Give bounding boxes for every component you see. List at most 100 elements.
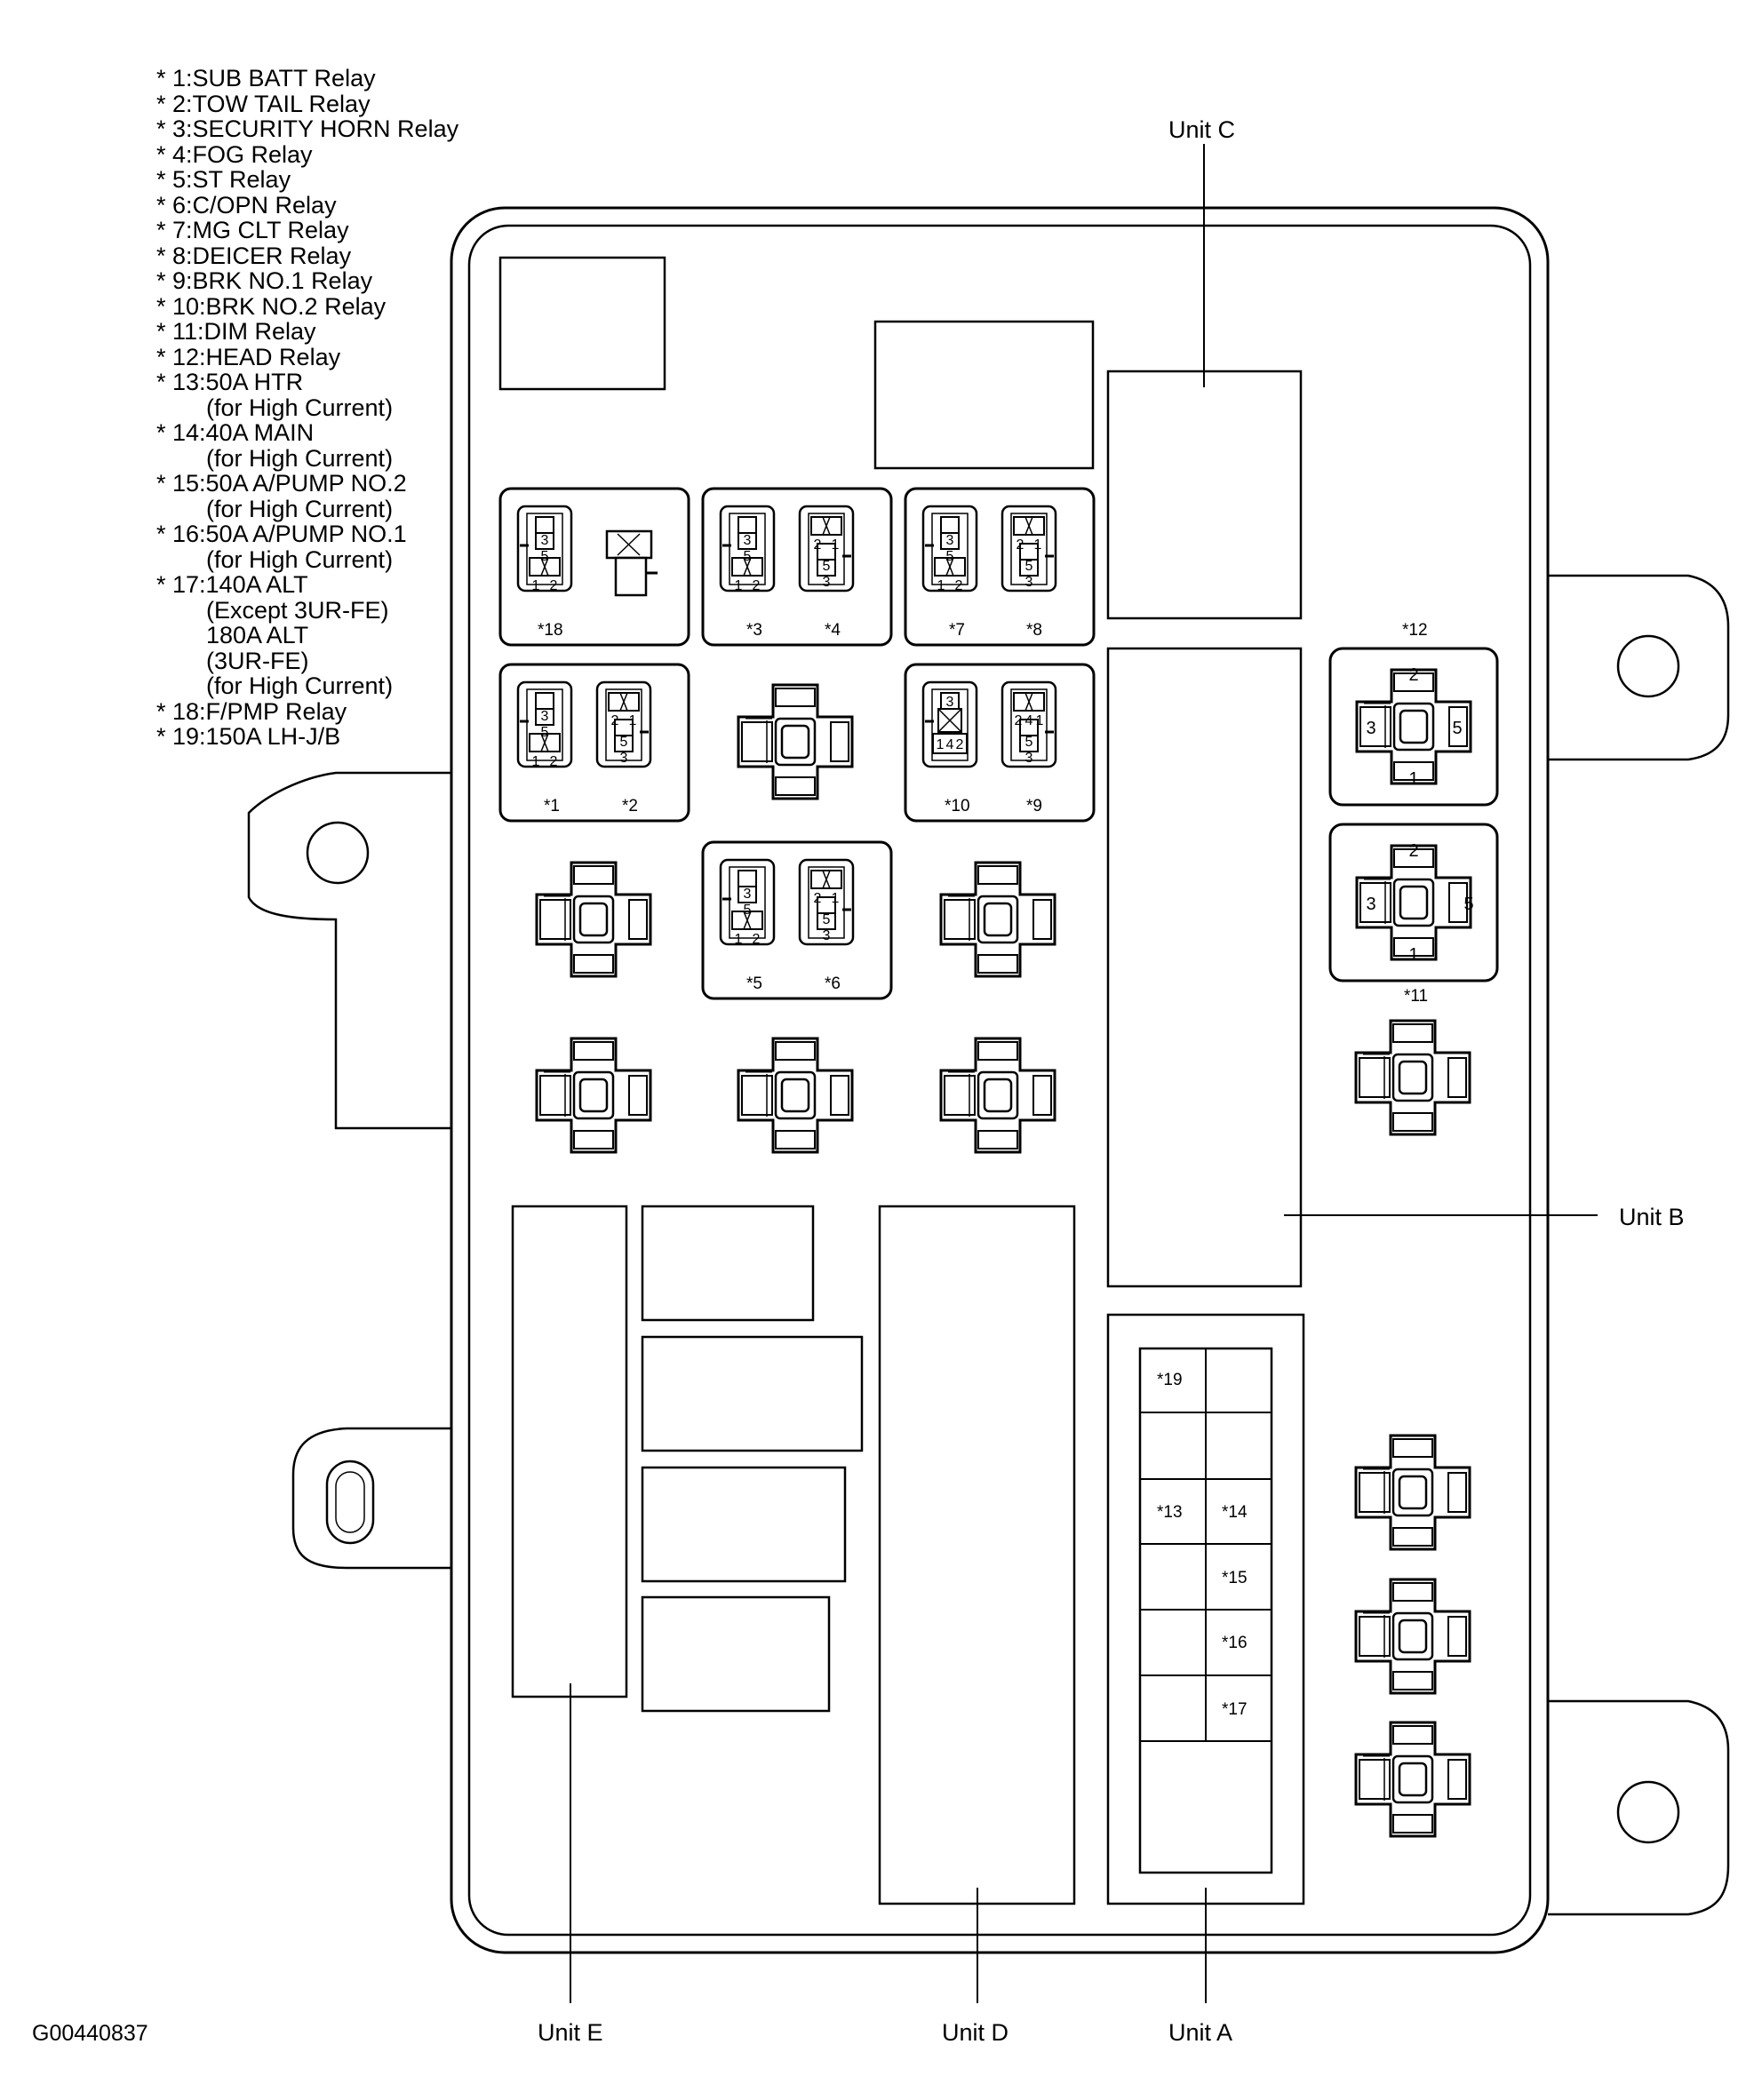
- pin-label: 3: [620, 751, 628, 766]
- relay-tag: *11: [1404, 987, 1428, 1006]
- relay-tag: *18: [538, 621, 563, 640]
- legend-line: * 14:40A MAIN: [156, 419, 314, 446]
- pin-label: 5: [541, 725, 549, 740]
- relay-tag: *8: [1026, 621, 1042, 640]
- mounting-hole: [1616, 1780, 1680, 1844]
- pin-label: 2: [550, 754, 558, 769]
- legend-line: * 3:SECURITY HORN Relay: [156, 115, 459, 142]
- pin-label: 5: [1025, 559, 1033, 574]
- pin-label: 3: [1025, 575, 1033, 590]
- pin-label: 2: [753, 932, 761, 947]
- relay-tag: *5: [746, 974, 762, 993]
- pin-label: 1: [937, 737, 945, 752]
- pin-label: 3: [823, 575, 831, 590]
- pin-label: 5: [823, 559, 831, 574]
- pin-label: 5: [1452, 719, 1462, 738]
- legend-line: * 5:ST Relay: [156, 166, 291, 193]
- pin-label: 2: [1017, 537, 1024, 553]
- pin-label: 1: [832, 537, 840, 553]
- legend-line: * 15:50A A/PUMP NO.2: [156, 470, 407, 497]
- pin-label: 2: [955, 578, 963, 593]
- legend-line: * 16:50A A/PUMP NO.1: [156, 521, 407, 547]
- pin-label: 5: [946, 549, 954, 564]
- unit-d-label: Unit D: [942, 2019, 1009, 2046]
- block-lower-2: [641, 1335, 864, 1452]
- pin-label: 3: [744, 533, 752, 548]
- pin-label: 2: [1015, 713, 1023, 728]
- legend-line: * 7:MG CLT Relay: [156, 217, 349, 243]
- pin-label: 4: [946, 737, 954, 752]
- pin-label: 2: [550, 578, 558, 593]
- legend-line: * 18:F/PMP Relay: [156, 698, 347, 725]
- relay-tag: *2: [622, 797, 638, 815]
- pin-label: 1: [937, 578, 945, 593]
- left-bracket-lower: [291, 1427, 451, 1570]
- relay-tag: *9: [1026, 797, 1042, 815]
- block-top-middle: [873, 320, 1095, 470]
- block-top-left: [498, 256, 666, 391]
- pin-label: 2: [753, 578, 761, 593]
- relay-group-18: 3 5 1 2 *18: [498, 487, 690, 647]
- pin-label: 3: [823, 928, 831, 943]
- pin-label: 5: [823, 912, 831, 927]
- relay-tag: *4: [825, 621, 841, 640]
- unit-a-label: Unit A: [1168, 2019, 1232, 2046]
- unit-b-label: Unit B: [1619, 1204, 1685, 1230]
- relay-group-5-6: 3 5 1 2 2 1 5 3 *5 *6: [701, 840, 893, 1000]
- pin-label: 2: [1408, 665, 1418, 685]
- relay-tag: *6: [825, 974, 841, 993]
- legend-line: * 9:BRK NO.1 Relay: [156, 267, 373, 294]
- unit-a-block: *19 *13 *14 *15 *16 *17: [1106, 1313, 1305, 1905]
- legend-line: (for High Current): [206, 496, 393, 522]
- block-lower-4: [641, 1595, 831, 1713]
- relay-tag: *10: [945, 797, 970, 815]
- pin-label: 2: [956, 737, 964, 752]
- pin-label: 5: [744, 903, 752, 918]
- pin-label: 3: [541, 709, 549, 724]
- legend-line: * 6:C/OPN Relay: [156, 192, 337, 219]
- pin-label: 1: [735, 578, 743, 593]
- pin-label: 2: [814, 891, 822, 906]
- relay-group-1-2: 3 5 1 2 2 1 5 3 *1 *2: [498, 663, 690, 823]
- pin-label: 1: [832, 891, 840, 906]
- legend-line: (for High Current): [206, 394, 393, 421]
- relay-group-3-4: 3 5 1 2 2 1 5 3 *3 *4: [701, 487, 893, 647]
- pin-label: 3: [744, 887, 752, 902]
- relay-group-10-9: 3 1 4 2 2 4 1 5 3 *10 *9: [904, 663, 1096, 823]
- relay-11: 2 3 5 1 *11: [1328, 823, 1499, 1006]
- block-lower-3: [641, 1466, 847, 1583]
- fuse-tag: *15: [1222, 1569, 1248, 1587]
- pin-label: 1: [532, 754, 540, 769]
- legend-line: (3UR-FE): [206, 648, 309, 674]
- mounting-hole: [306, 821, 370, 885]
- pin-label: 1: [735, 932, 743, 947]
- legend-line: * 8:DEICER Relay: [156, 243, 352, 269]
- unit-e-label: Unit E: [538, 2019, 603, 2046]
- pin-label: 3: [541, 533, 549, 548]
- fuse-box-inner: [467, 224, 1532, 1937]
- pin-label: 5: [1463, 895, 1473, 914]
- pin-label: 1: [1036, 713, 1044, 728]
- pin-label: 4: [1025, 713, 1033, 728]
- legend-line: * 1:SUB BATT Relay: [156, 65, 376, 91]
- pin-label: 5: [744, 549, 752, 564]
- unit-b-block: [1106, 647, 1303, 1288]
- left-bracket-upper: [247, 771, 451, 1130]
- pin-label: 3: [946, 533, 954, 548]
- block-lower-1: [641, 1205, 815, 1322]
- fuse-tag: *13: [1157, 1503, 1183, 1522]
- legend-line: * 19:150A LH-J/B: [156, 723, 340, 750]
- unit-c-label: Unit C: [1168, 116, 1235, 143]
- legend-line: (Except 3UR-FE): [206, 597, 389, 624]
- pin-label: 1: [532, 578, 540, 593]
- right-bracket-lower: [1548, 1699, 1730, 1916]
- pin-label: 5: [541, 549, 549, 564]
- pin-label: 3: [1366, 719, 1375, 738]
- relay-tag: *12: [1402, 621, 1428, 640]
- relay-tag: *3: [746, 621, 762, 640]
- fuse-tag: *14: [1222, 1503, 1248, 1522]
- fuse-tag: *19: [1157, 1371, 1183, 1389]
- pin-label: 5: [1025, 735, 1033, 750]
- legend-line: * 12:HEAD Relay: [156, 344, 341, 370]
